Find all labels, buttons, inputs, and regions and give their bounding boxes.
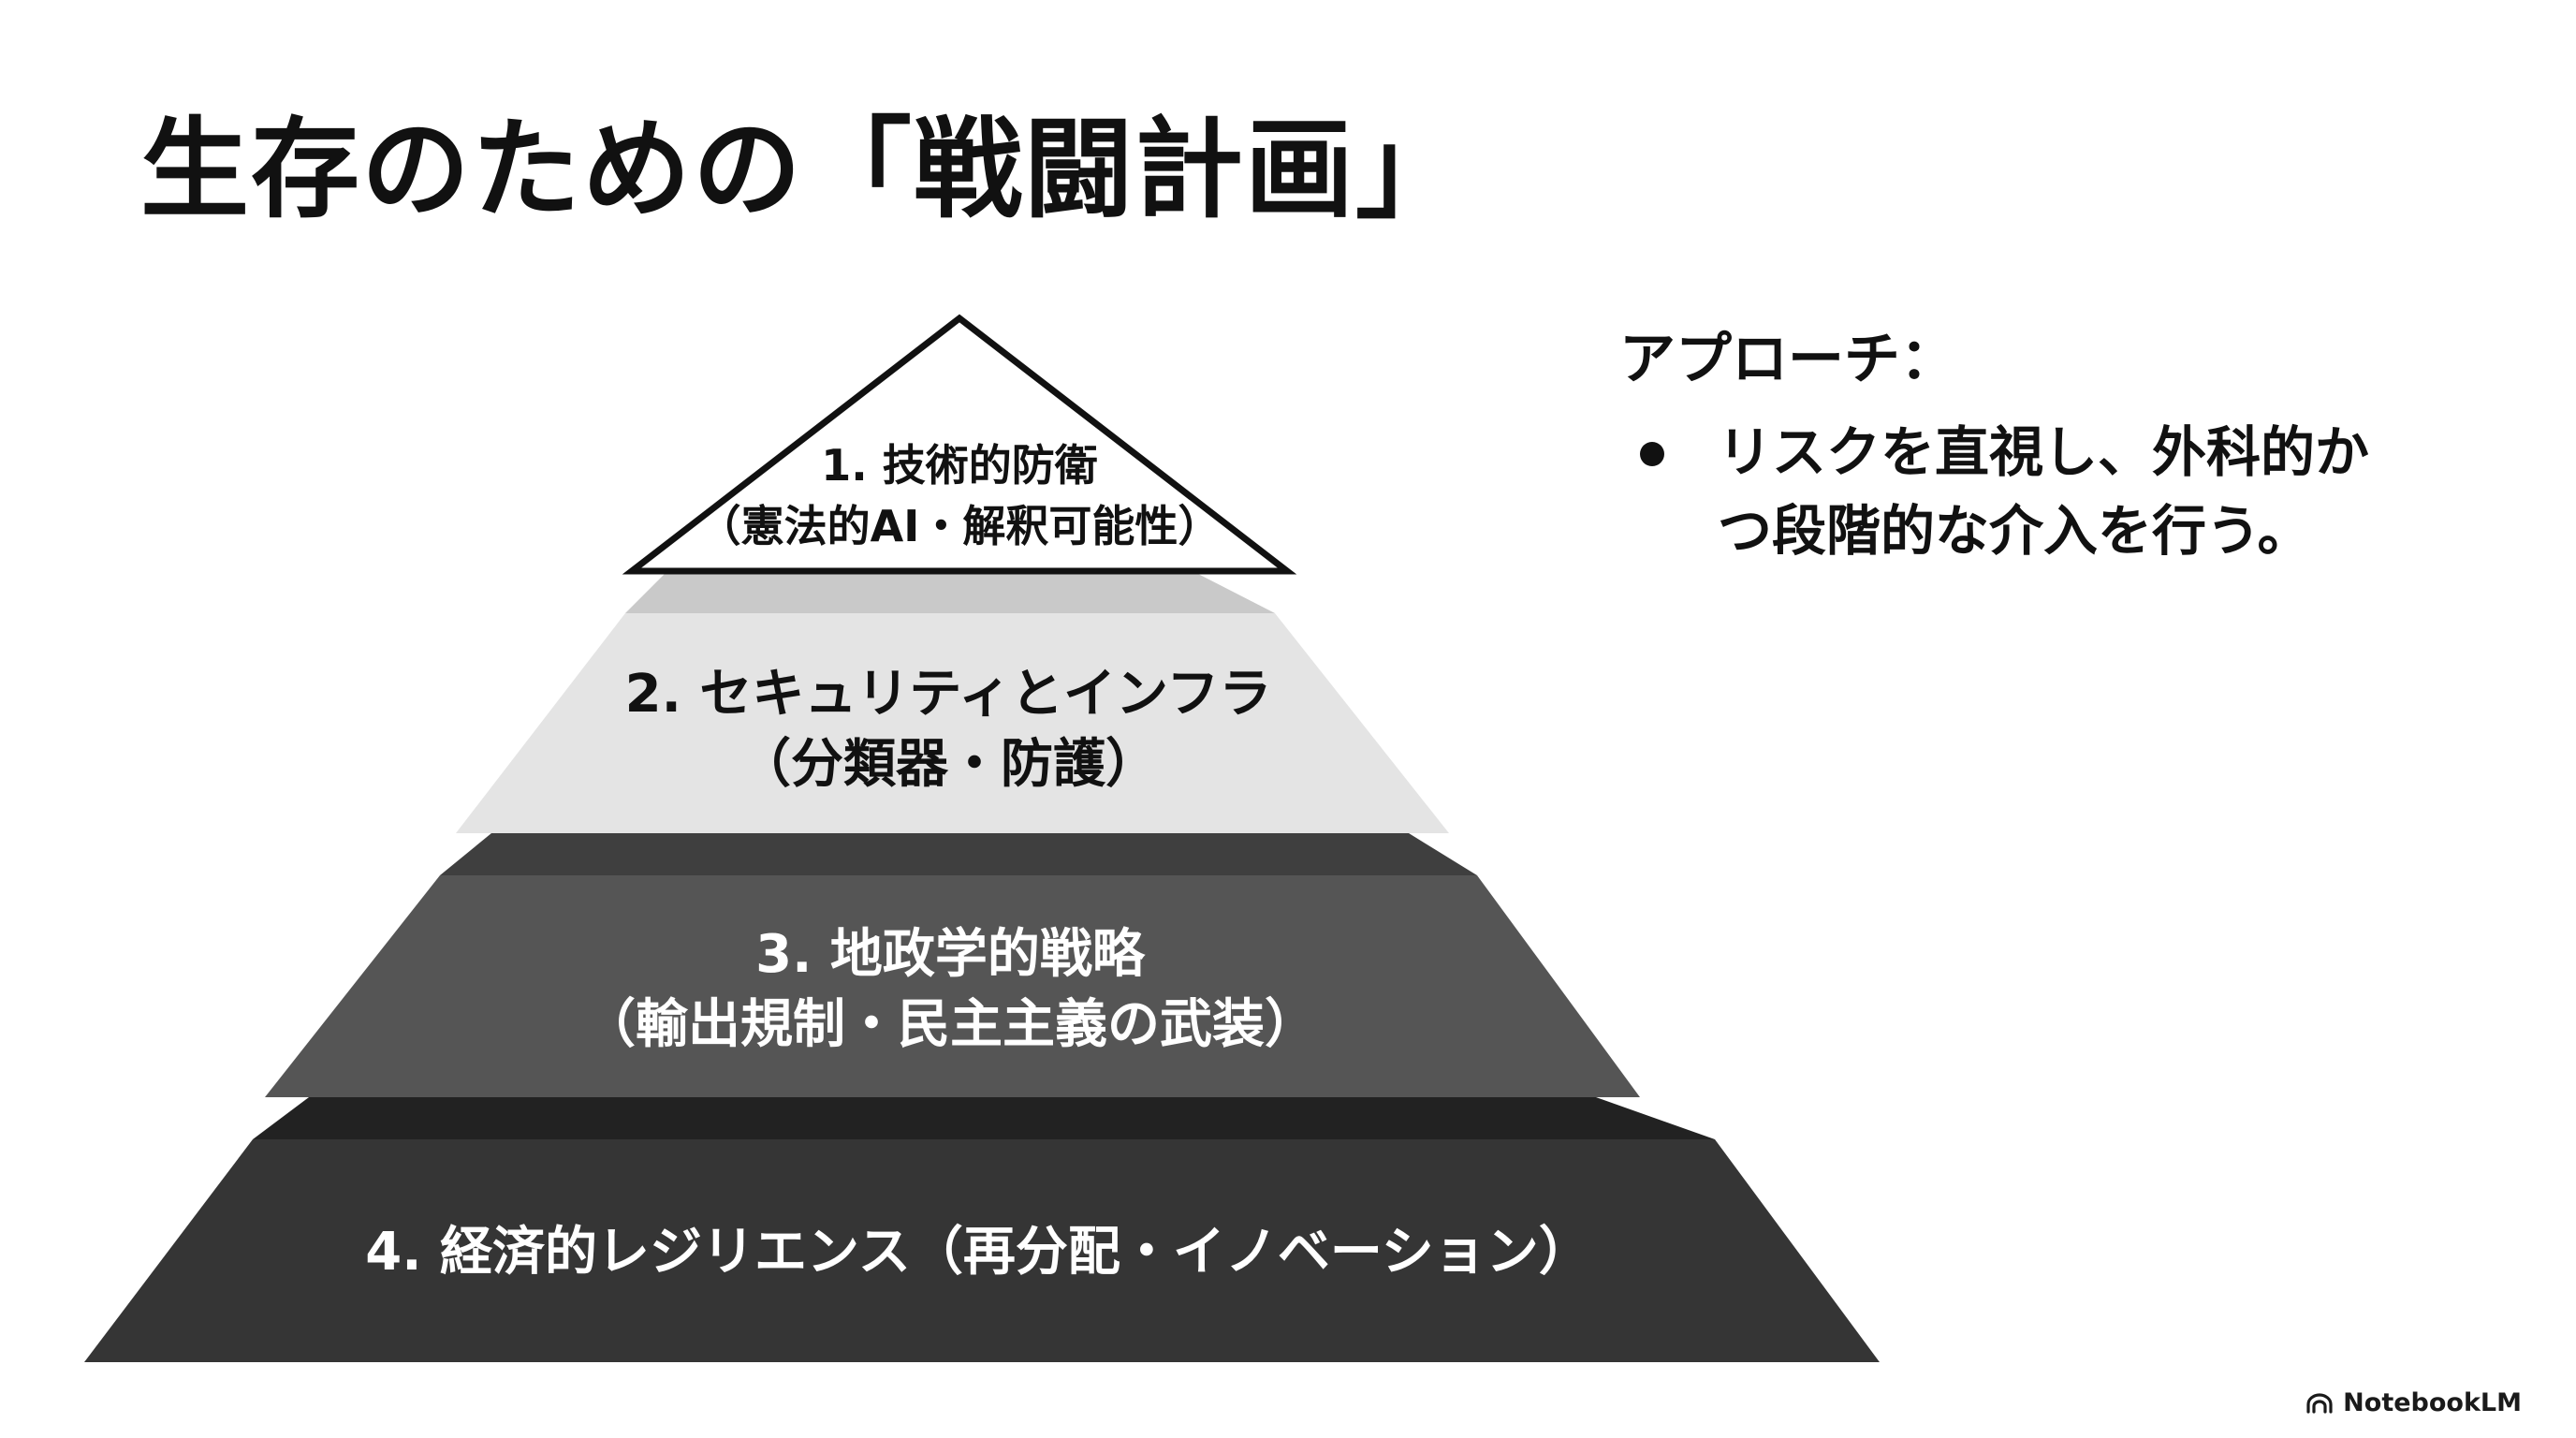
approach-panel: アプローチ： リスクを直視し、外科的か つ段階的な介入を行う。 bbox=[1619, 323, 2462, 570]
approach-item-line-2: つ段階的な介入を行う。 bbox=[1718, 499, 2312, 564]
tier-4-front-face bbox=[84, 1139, 1880, 1362]
pyramid-tier-2: 2. セキュリティとインフラ （分類器・防護） bbox=[456, 574, 1449, 833]
approach-list: リスクを直視し、外科的か つ段階的な介入を行う。 bbox=[1619, 413, 2462, 570]
tier-1-label-line-2: （憲法的AI・解釈可能性） bbox=[698, 501, 1222, 551]
slide-title: 生存のための「戦闘計画」 bbox=[140, 107, 1466, 233]
tier-2-top-face bbox=[625, 574, 1275, 613]
tier-3-top-face bbox=[440, 833, 1477, 875]
pyramid-tier-4: 4. 経済的レジリエンス（再分配・イノベーション） bbox=[84, 1097, 1880, 1362]
tier-2-front-face bbox=[456, 613, 1449, 833]
approach-heading: アプローチ： bbox=[1619, 327, 1956, 392]
bullet-icon bbox=[1640, 442, 1664, 466]
tier-3-front-face bbox=[265, 875, 1640, 1097]
tier-4-top-face bbox=[253, 1097, 1715, 1139]
tier-1-label-line-1: 1. 技術的防衛 bbox=[821, 440, 1098, 491]
watermark-label: NotebookLM bbox=[2343, 1388, 2522, 1417]
tier-1-triangle bbox=[622, 314, 1297, 575]
tier-4-label: 4. 経済的レジリエンス（再分配・イノベーション） bbox=[365, 1222, 1591, 1283]
tier-2-label-line-1: 2. セキュリティとインフラ bbox=[625, 664, 1272, 725]
approach-item-line-1: リスクを直視し、外科的か bbox=[1718, 420, 2370, 484]
tier-2-label-line-2: （分類器・防護） bbox=[739, 734, 1158, 795]
tier-3-label-line-1: 3. 地政学的戦略 bbox=[755, 924, 1146, 985]
list-item: リスクを直視し、外科的か つ段階的な介入を行う。 bbox=[1619, 413, 2462, 570]
notebooklm-watermark: NotebookLM bbox=[2305, 1388, 2522, 1417]
tier-3-label-line-2: （輸出規制・民主主義の武装） bbox=[583, 994, 1317, 1055]
pyramid-tier-3: 3. 地政学的戦略 （輸出規制・民主主義の武装） bbox=[265, 833, 1640, 1097]
notebooklm-logo-icon bbox=[2306, 1392, 2333, 1414]
pyramid-tier-1: 1. 技術的防衛 （憲法的AI・解釈可能性） bbox=[622, 314, 1297, 575]
